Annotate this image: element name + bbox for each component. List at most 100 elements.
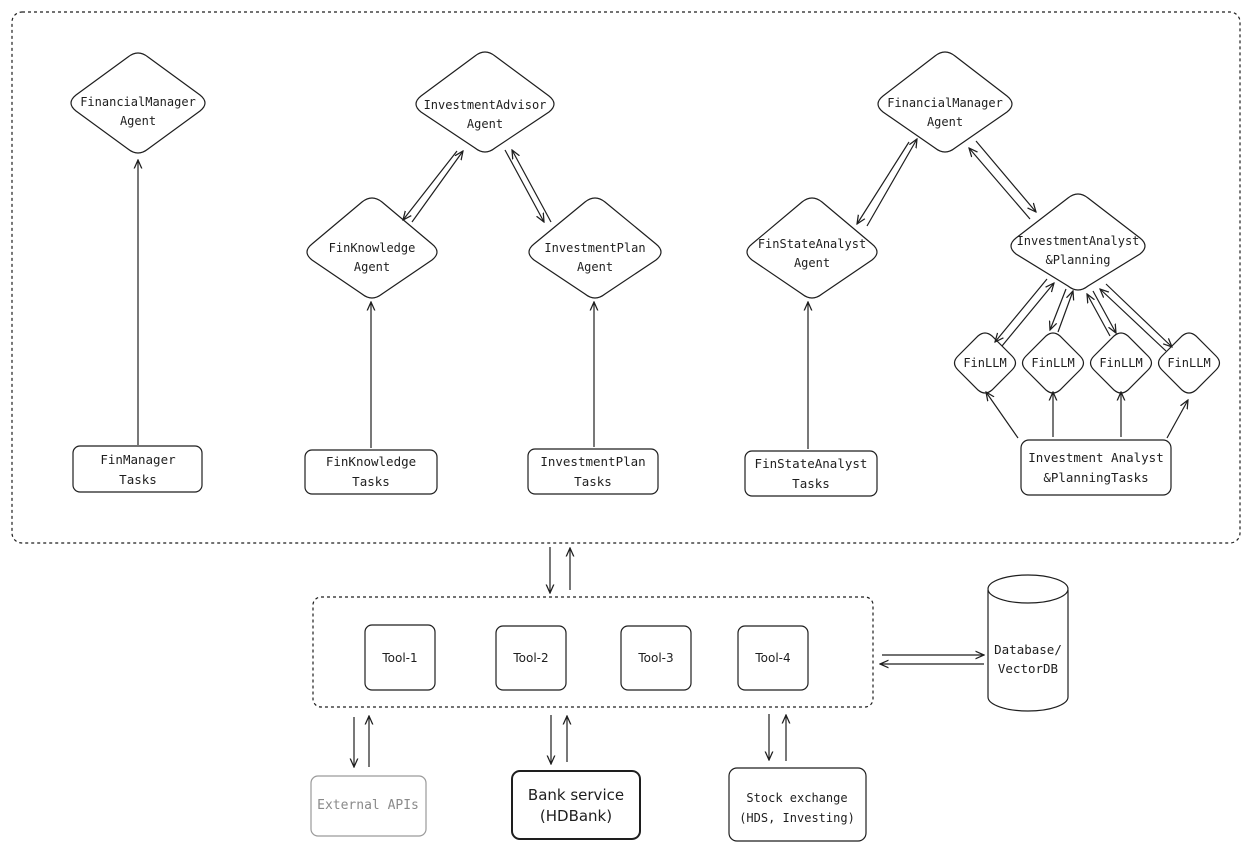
task-suffix: Tasks bbox=[574, 474, 612, 489]
investment-analyst-planning-agent: InvestmentAnalyst &Planning bbox=[1017, 232, 1140, 270]
financial-manager-agent-2-shape bbox=[877, 51, 1013, 153]
bank-service-name: Bank service bbox=[527, 786, 625, 804]
bank-service-provider: (HDBank) bbox=[539, 807, 613, 825]
investment-plan-tasks-box bbox=[527, 448, 659, 495]
tool-2: Tool-2 bbox=[513, 651, 549, 665]
finllm-1-shape bbox=[953, 332, 1017, 394]
investment-plan-agent-shape bbox=[528, 197, 662, 299]
arrow-advisor-to-investplan bbox=[504, 149, 544, 222]
tool-3: Tool-3 bbox=[638, 651, 674, 665]
finllm-1: FinLLM bbox=[963, 356, 1007, 370]
agent-role: Agent bbox=[119, 114, 157, 128]
tool-1-box bbox=[364, 624, 436, 691]
task-name: FinKnowledge bbox=[325, 454, 417, 469]
agent-name: FinancialManager bbox=[887, 96, 1003, 110]
arrow-finllm-3-to-invanalyst bbox=[1087, 294, 1111, 337]
financial-manager-agent-2: FinancialManager Agent bbox=[887, 94, 1003, 132]
finstate-tasks-box bbox=[744, 450, 878, 497]
external-apis-box bbox=[310, 775, 427, 837]
agent-role: Agent bbox=[576, 260, 614, 274]
investment-analyst-planning-shape bbox=[1010, 193, 1146, 291]
finknowledge-agent-shape bbox=[306, 197, 438, 299]
investment-plan-agent: InvestmentPlan Agent bbox=[544, 239, 645, 277]
agent-name: InvestmentPlan bbox=[544, 241, 646, 255]
finllm-3-shape bbox=[1089, 332, 1153, 394]
database-cylinder-top bbox=[987, 574, 1069, 604]
task-suffix: &PlanningTasks bbox=[1043, 470, 1149, 485]
task-suffix: Tasks bbox=[119, 472, 157, 487]
finllm-2-shape bbox=[1021, 332, 1085, 394]
agent-role: &Planning bbox=[1045, 253, 1111, 267]
database-label: Database/ VectorDB bbox=[994, 640, 1062, 678]
finknowledge-tasks: FinKnowledge Tasks bbox=[326, 452, 416, 492]
tool-1: Tool-1 bbox=[382, 651, 418, 665]
agent-name: InvestmentAdvisor bbox=[423, 98, 547, 112]
task-name: FinStateAnalyst bbox=[754, 456, 868, 471]
stock-exchange: Stock exchange (HDS, Investing) bbox=[739, 788, 855, 828]
arrow-invanalyst-to-finllm-2 bbox=[1050, 288, 1067, 330]
agent-name: FinStateAnalyst bbox=[757, 237, 867, 251]
finmanager-tasks-box bbox=[72, 445, 203, 493]
arrow-invanalyst-to-finllm-1 bbox=[995, 278, 1048, 342]
arrow-fm2-to-finstate bbox=[857, 141, 910, 224]
bank-service-box bbox=[511, 770, 641, 840]
finllm-3: FinLLM bbox=[1099, 356, 1143, 370]
finmanager-tasks: FinManager Tasks bbox=[100, 450, 175, 490]
financial-manager-agent-1: FinancialManager Agent bbox=[80, 93, 196, 131]
task-suffix: Tasks bbox=[792, 476, 830, 491]
tool-3-box bbox=[620, 625, 692, 691]
agent-role: Agent bbox=[466, 117, 504, 131]
task-name: Investment Analyst bbox=[1028, 450, 1164, 465]
arrow-invanalyst-to-fm2 bbox=[969, 148, 1031, 220]
finllm-2: FinLLM bbox=[1031, 356, 1075, 370]
arrow-advisor-to-finknowledge bbox=[403, 150, 458, 220]
investment-advisor-agent-shape bbox=[415, 51, 555, 153]
arrow-investplan-to-advisor bbox=[512, 150, 552, 223]
finknowledge-tasks-box bbox=[304, 449, 438, 495]
tool-2-box bbox=[495, 625, 567, 691]
investment-analyst-tasks: Investment Analyst &PlanningTasks bbox=[1028, 448, 1163, 488]
finstate-analyst-agent-shape bbox=[746, 197, 878, 299]
arrow-tasks-to-finllm-1 bbox=[986, 392, 1019, 439]
arrow-finllm-2-to-invanalyst bbox=[1057, 291, 1073, 333]
arrow-fm2-to-invanalyst bbox=[975, 140, 1036, 212]
tool-4-box bbox=[737, 625, 809, 691]
external-apis: External APIs bbox=[317, 798, 419, 813]
arrow-finknowledge-to-advisor bbox=[411, 151, 463, 223]
tool-4: Tool-4 bbox=[755, 651, 791, 665]
agents-container bbox=[11, 11, 1241, 544]
database-line-1: Database/ bbox=[994, 642, 1062, 657]
investment-plan-tasks: InvestmentPlan Tasks bbox=[540, 452, 645, 492]
finllm-4: FinLLM bbox=[1167, 356, 1211, 370]
arrow-finllm-1-to-invanalyst bbox=[1001, 283, 1054, 347]
task-name: FinManager bbox=[100, 452, 176, 467]
arrow-invanalyst-to-finllm-3 bbox=[1092, 290, 1116, 333]
agent-name: FinKnowledge bbox=[328, 241, 416, 255]
arrow-tasks-to-finllm-4 bbox=[1166, 400, 1188, 439]
stock-exchange-name: Stock exchange bbox=[746, 791, 848, 805]
stock-exchange-box bbox=[728, 767, 867, 842]
agent-name: FinancialManager bbox=[80, 95, 196, 109]
database-line-2: VectorDB bbox=[997, 661, 1059, 676]
investment-advisor-agent: InvestmentAdvisor Agent bbox=[424, 96, 547, 134]
agent-role: Agent bbox=[793, 256, 831, 270]
task-suffix: Tasks bbox=[352, 474, 390, 489]
finstate-analyst-agent: FinStateAnalyst Agent bbox=[758, 235, 866, 273]
investment-analyst-tasks-box bbox=[1020, 439, 1172, 496]
tools-container bbox=[312, 596, 874, 708]
stock-exchange-providers: (HDS, Investing) bbox=[739, 811, 855, 825]
agent-name: InvestmentAnalyst bbox=[1016, 234, 1140, 248]
arrow-invanalyst-to-finllm-4 bbox=[1105, 283, 1172, 347]
financial-manager-agent-1-shape bbox=[70, 52, 206, 154]
bank-service: Bank service (HDBank) bbox=[528, 785, 624, 827]
finstate-tasks: FinStateAnalyst Tasks bbox=[755, 454, 868, 494]
finllm-4-shape bbox=[1157, 332, 1221, 394]
arrow-finllm-4-to-invanalyst bbox=[1100, 289, 1167, 352]
agent-role: Agent bbox=[353, 260, 391, 274]
arrow-finstate-to-fm2 bbox=[866, 139, 917, 227]
database-cylinder bbox=[987, 590, 1069, 712]
agent-role: Agent bbox=[926, 115, 964, 129]
task-name: InvestmentPlan bbox=[540, 454, 646, 469]
finknowledge-agent: FinKnowledge Agent bbox=[329, 239, 416, 277]
